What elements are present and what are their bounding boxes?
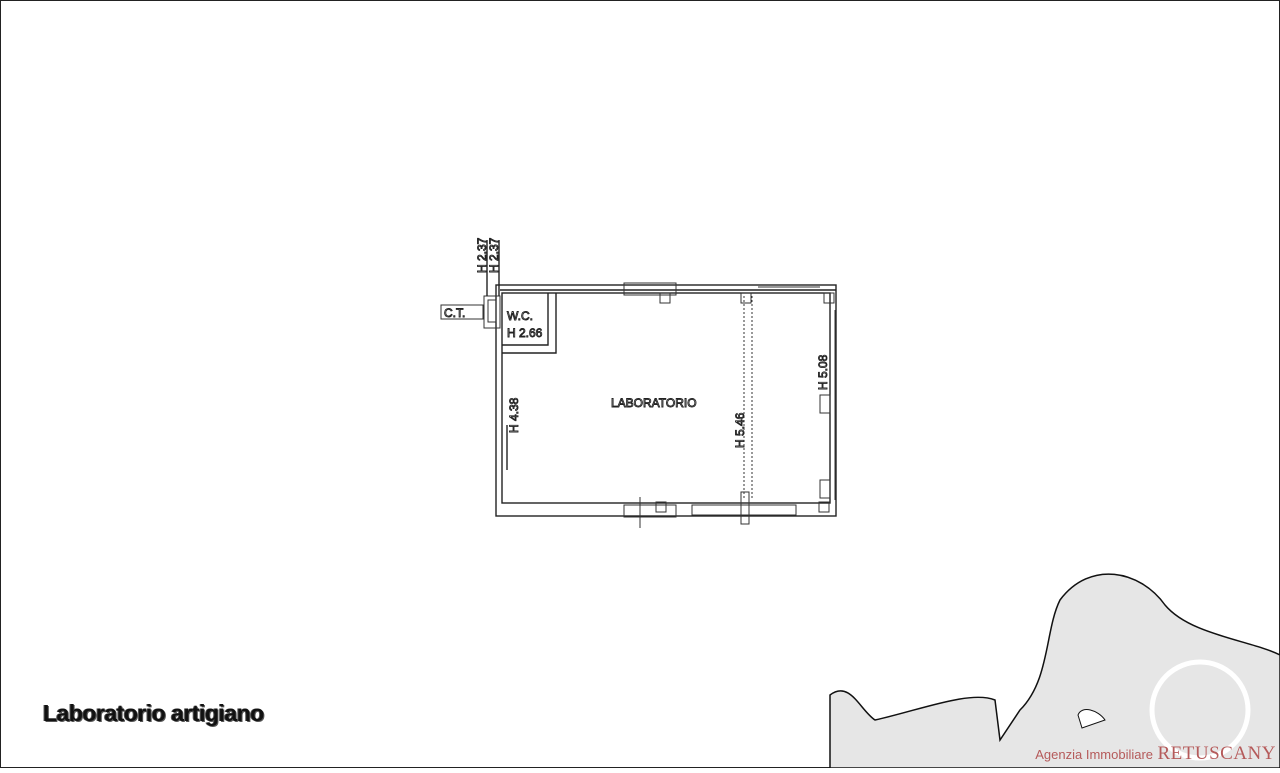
partition [743, 296, 753, 500]
ct-area [440, 240, 500, 320]
watermark-logo-shape [829, 573, 1280, 769]
ct-height-label-1: H 2.37 [475, 237, 489, 273]
agency-watermark: Agenzia Immobiliare RETUSCANY [820, 560, 1280, 769]
caption: Laboratorio artigiano [43, 700, 264, 726]
wall-left-height-label: H 4.38 [507, 397, 521, 433]
wc-room-label: W.C. [507, 309, 533, 323]
mid-height-label: H 5.46 [733, 412, 747, 448]
agency-prefix: Agenzia Immobiliare [1035, 747, 1154, 762]
right-height-label: H 5.08 [816, 354, 830, 390]
top-openings [623, 282, 835, 304]
bottom-openings [623, 491, 830, 528]
ct-label: C.T. [444, 306, 465, 320]
side-details [506, 310, 836, 500]
agency-signature: Agenzia Immobiliare RETUSCANY [1035, 743, 1276, 765]
ct-height-label-2: H 2.37 [487, 237, 501, 273]
laboratorio-room-label: LABORATORIO [611, 396, 697, 410]
wc-walls [483, 293, 557, 354]
wc-height-label: H 2.66 [507, 326, 543, 340]
agency-brand: RETUSCANY [1157, 743, 1276, 764]
